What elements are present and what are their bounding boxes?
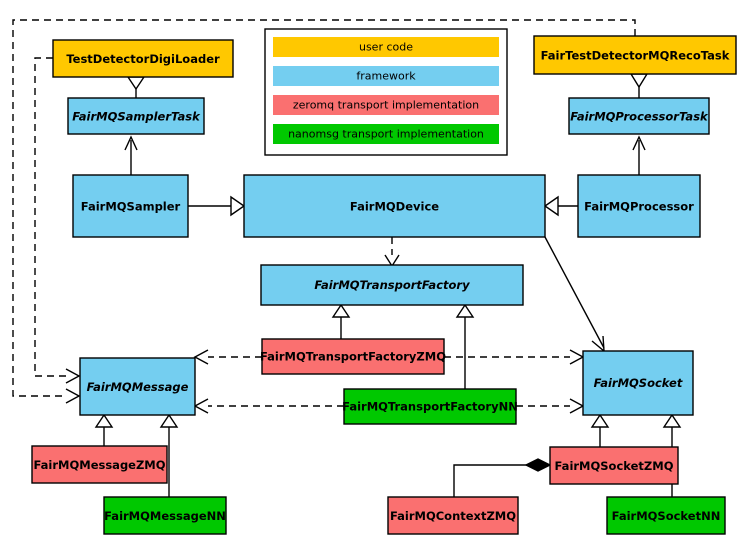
node-FairMQDevice[interactable]: FairMQDevice — [243, 174, 546, 238]
legend-panel: user code framework zeromq transport imp… — [264, 28, 508, 156]
node-label: FairMQMessage — [87, 380, 189, 394]
edge-digiloader-to-message — [34, 57, 81, 384]
node-FairTestDetectorMQRecoTask[interactable]: FairTestDetectorMQRecoTask — [533, 35, 737, 75]
legend-item-user-code: user code — [273, 37, 499, 57]
node-FairMQSocket[interactable]: FairMQSocket — [582, 350, 694, 416]
legend-item-label: framework — [356, 70, 416, 83]
edge-device-to-transportfactory — [384, 237, 400, 268]
node-FairMQProcessorTask[interactable]: FairMQProcessorTask — [568, 97, 710, 135]
node-FairMQProcessor[interactable]: FairMQProcessor — [577, 174, 701, 238]
node-FairMQContextZMQ[interactable]: FairMQContextZMQ — [387, 496, 519, 535]
legend-item-label: nanomsg transport implementation — [288, 128, 484, 141]
edge-processortask-to-recotask — [629, 73, 649, 98]
edge-processor-to-device — [543, 195, 578, 217]
edge-recotask-to-message — [12, 19, 636, 404]
edge-factoryzmq-to-factory — [331, 303, 351, 339]
edge-messagenn-to-message — [159, 413, 179, 497]
node-FairMQMessageZMQ[interactable]: FairMQMessageZMQ — [31, 445, 168, 484]
legend-item-nanomsg: nanomsg transport implementation — [273, 124, 499, 144]
node-label: TestDetectorDigiLoader — [66, 52, 220, 66]
edge-messagezmq-to-message — [94, 413, 114, 446]
edge-samplertask-to-digiloader — [126, 76, 146, 98]
edge-factorynn-to-message — [193, 398, 344, 414]
node-FairMQSocketNN[interactable]: FairMQSocketNN — [606, 496, 726, 535]
legend-item-zeromq: zeromq transport implementation — [273, 95, 499, 115]
node-label: FairMQDevice — [350, 200, 439, 214]
node-label: FairMQTransportFactoryZMQ — [260, 350, 446, 364]
edge-device-to-socket — [544, 236, 605, 353]
node-label: FairMQSocketZMQ — [555, 459, 674, 473]
node-label: FairMQProcessor — [584, 200, 694, 214]
node-FairMQSamplerTask[interactable]: FairMQSamplerTask — [67, 97, 205, 135]
edge-factorynn-to-socket — [516, 398, 585, 414]
node-label: FairMQSampler — [81, 200, 181, 214]
node-FairMQTransportFactoryZMQ[interactable]: FairMQTransportFactoryZMQ — [260, 338, 446, 375]
edge-sampler-to-device — [188, 195, 246, 217]
legend-item-label: zeromq transport implementation — [293, 99, 479, 112]
node-label: FairMQSamplerTask — [72, 110, 201, 124]
node-label: FairMQContextZMQ — [390, 509, 516, 523]
node-label: FairMQMessageNN — [104, 509, 226, 523]
node-label: FairMQTransportFactoryNN — [342, 400, 518, 414]
node-label: FairMQMessageZMQ — [33, 458, 165, 472]
node-FairMQTransportFactoryNN[interactable]: FairMQTransportFactoryNN — [342, 388, 518, 425]
legend-item-framework: framework — [273, 66, 499, 86]
edge-factorynn-to-factory — [455, 303, 475, 389]
node-label: FairMQSocket — [594, 376, 683, 390]
node-label: FairMQProcessorTask — [570, 110, 709, 124]
edge-factoryzmq-to-message — [193, 349, 262, 365]
node-FairMQMessage[interactable]: FairMQMessage — [79, 357, 196, 416]
node-FairMQMessageNN[interactable]: FairMQMessageNN — [103, 496, 227, 535]
node-label: FairMQTransportFactory — [314, 278, 470, 292]
edge-socketzmq-to-socket — [590, 413, 610, 447]
node-FairMQSampler[interactable]: FairMQSampler — [72, 174, 189, 238]
node-label: FairMQSocketNN — [612, 509, 721, 523]
node-FairMQSocketZMQ[interactable]: FairMQSocketZMQ — [549, 446, 679, 485]
legend-item-label: user code — [359, 41, 413, 54]
edge-socketzmq-composition-contextzmq — [453, 458, 552, 497]
node-TestDetectorDigiLoader[interactable]: TestDetectorDigiLoader — [52, 39, 234, 78]
edge-processor-to-processortask — [632, 135, 646, 175]
node-FairMQTransportFactory[interactable]: FairMQTransportFactory — [260, 264, 524, 306]
node-label: FairTestDetectorMQRecoTask — [541, 49, 730, 63]
edge-sampler-to-samplertask — [124, 135, 138, 175]
